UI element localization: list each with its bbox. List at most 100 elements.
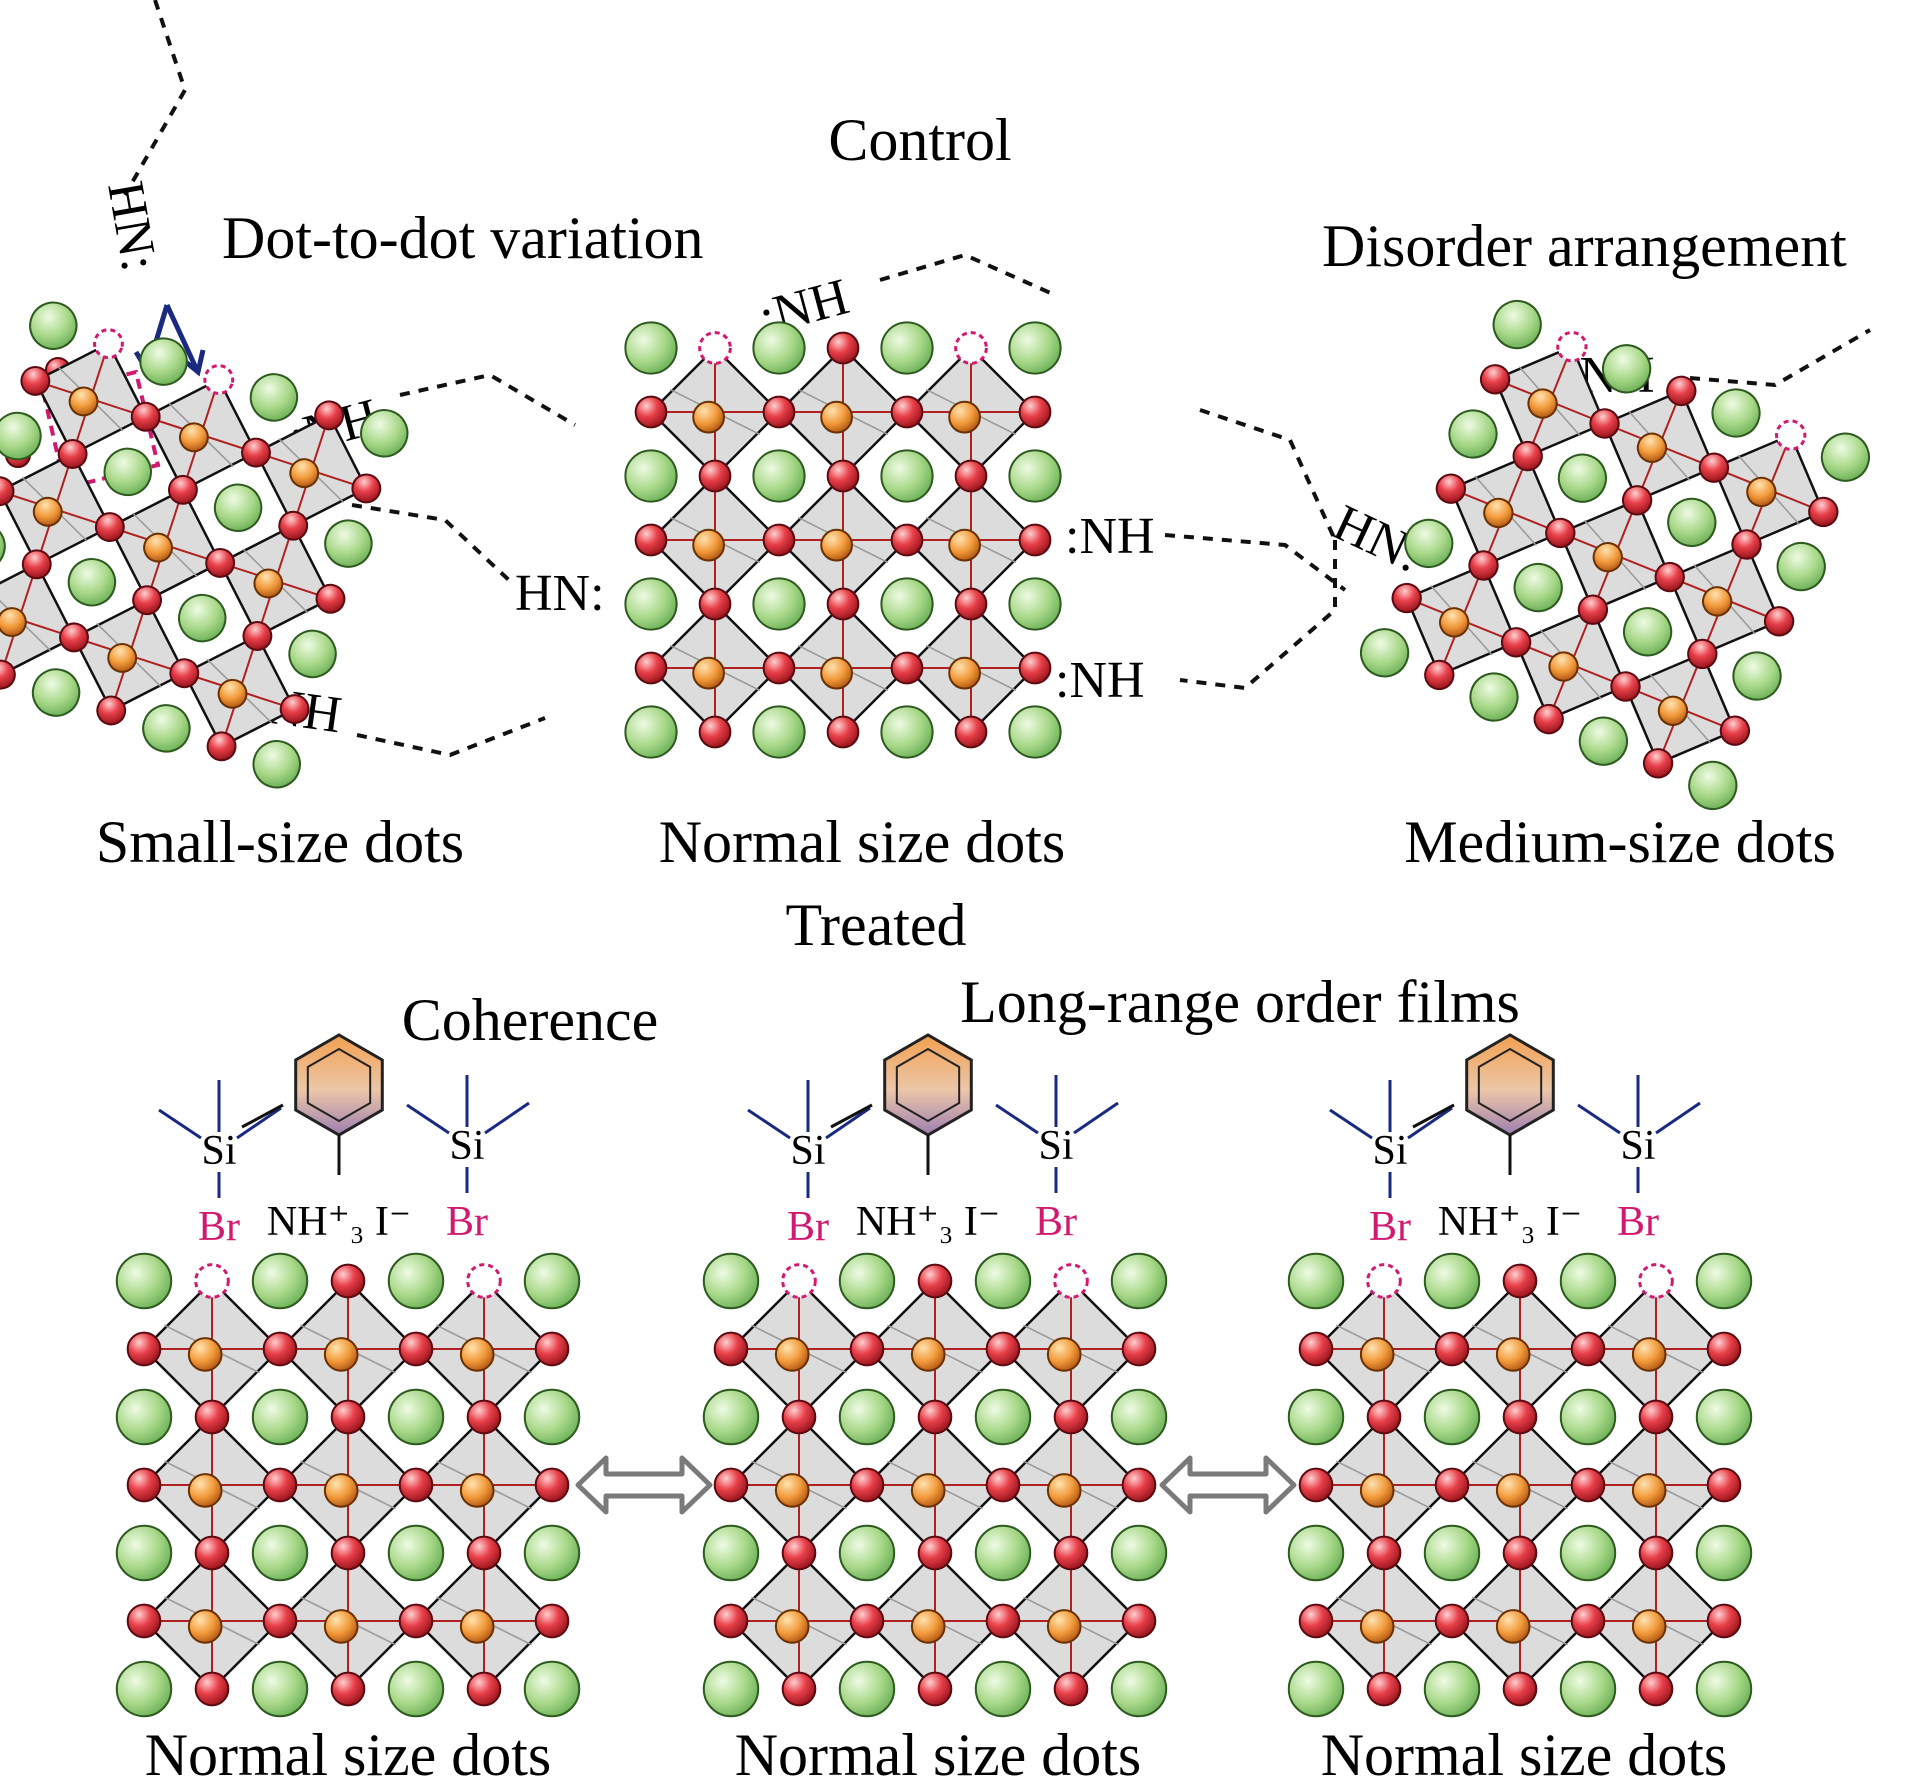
halide-sphere bbox=[1018, 523, 1052, 557]
halide-sphere bbox=[634, 651, 668, 685]
cation-sphere bbox=[523, 1252, 581, 1310]
halide-sphere bbox=[126, 1331, 162, 1367]
cation-sphere bbox=[974, 1252, 1032, 1310]
treated-panel-label-2: Normal size dots bbox=[735, 1722, 1142, 1777]
halide-sphere bbox=[534, 1603, 570, 1639]
cation-sphere bbox=[752, 321, 806, 375]
treated-panel-label-3: Normal size dots bbox=[1321, 1722, 1728, 1777]
halide-sphere bbox=[1545, 517, 1576, 549]
cation-sphere bbox=[1578, 716, 1628, 766]
long-range-annotation: Long-range order films bbox=[960, 969, 1520, 1035]
cation-sphere bbox=[1423, 1660, 1481, 1718]
cation-sphere bbox=[213, 483, 263, 532]
halide-sphere bbox=[713, 1603, 749, 1639]
halide-sphere bbox=[634, 523, 668, 557]
halide-sphere bbox=[1434, 1603, 1470, 1639]
halide-sphere bbox=[169, 658, 200, 689]
halide-sphere bbox=[278, 510, 309, 541]
halide-sphere bbox=[330, 1535, 366, 1571]
vacancy-marker bbox=[1053, 1263, 1089, 1299]
si-bond bbox=[747, 1108, 791, 1140]
halide-sphere bbox=[466, 1535, 502, 1571]
halide-sphere bbox=[1706, 1331, 1742, 1367]
nh-label: HN: bbox=[96, 177, 168, 275]
halide-sphere bbox=[849, 1603, 885, 1639]
halide-sphere bbox=[826, 715, 860, 749]
si-bond bbox=[995, 1103, 1039, 1135]
cation-sphere bbox=[752, 577, 806, 631]
halide-sphere bbox=[1687, 638, 1718, 670]
metal-sphere bbox=[1495, 1609, 1531, 1644]
metal-sphere bbox=[820, 656, 853, 690]
benzene-inner-ring bbox=[306, 1047, 372, 1123]
halide-sphere bbox=[985, 1467, 1021, 1503]
cation-sphere bbox=[288, 629, 337, 679]
equivalence-double-arrow bbox=[1159, 1455, 1297, 1515]
halide-sphere bbox=[954, 587, 988, 621]
halide-sphere bbox=[1053, 1399, 1089, 1435]
halide-sphere bbox=[713, 1467, 749, 1503]
halide-sphere bbox=[1570, 1603, 1606, 1639]
lattice-medium-size bbox=[1359, 299, 1871, 811]
benzene-inner-ring bbox=[895, 1047, 961, 1123]
cation-sphere bbox=[1008, 321, 1062, 375]
halide-sphere bbox=[534, 1331, 570, 1367]
halide-sphere bbox=[1512, 440, 1543, 472]
metal-sphere bbox=[820, 400, 853, 434]
metal-sphere bbox=[948, 528, 981, 562]
halide-sphere bbox=[1638, 1671, 1674, 1707]
cation-sphere bbox=[1287, 1660, 1345, 1718]
nh-label: :NH bbox=[1065, 508, 1155, 565]
halide-sphere bbox=[466, 1399, 502, 1435]
halide-sphere bbox=[194, 1671, 230, 1707]
halide-sphere bbox=[826, 331, 860, 365]
vacancy-marker bbox=[203, 364, 235, 395]
si-bond bbox=[158, 1108, 202, 1140]
halide-sphere bbox=[1570, 1467, 1606, 1503]
cation-sphere bbox=[1820, 432, 1871, 482]
halide-sphere bbox=[826, 459, 860, 493]
halide-sphere bbox=[1763, 606, 1795, 637]
bromine-label: Br bbox=[1369, 1204, 1411, 1250]
halide-sphere bbox=[1121, 1331, 1157, 1367]
cation-sphere bbox=[115, 1660, 173, 1718]
cation-sphere bbox=[752, 705, 806, 759]
metal-sphere bbox=[1359, 1473, 1395, 1508]
cation-sphere bbox=[1559, 1660, 1617, 1718]
halide-sphere bbox=[1666, 375, 1697, 407]
control-title: Control bbox=[828, 107, 1011, 173]
halide-sphere bbox=[0, 659, 16, 690]
cation-sphere bbox=[838, 1388, 896, 1446]
halide-sphere bbox=[1435, 473, 1467, 504]
cation-sphere bbox=[1667, 497, 1717, 547]
cation-sphere bbox=[31, 668, 81, 717]
halide-sphere bbox=[917, 1399, 953, 1435]
si-bond bbox=[825, 1106, 871, 1140]
silicon-label: Si bbox=[790, 1128, 825, 1174]
cation-sphere bbox=[1448, 409, 1498, 459]
si-bond bbox=[406, 1103, 450, 1135]
cation-sphere bbox=[702, 1660, 760, 1718]
cation-sphere bbox=[387, 1660, 445, 1718]
lattice-treated-1 bbox=[115, 1252, 581, 1718]
halide-sphere bbox=[1018, 651, 1052, 685]
metal-sphere bbox=[1359, 1337, 1395, 1372]
cation-sphere bbox=[1623, 607, 1673, 657]
cation-sphere bbox=[1559, 1524, 1617, 1582]
halide-sphere bbox=[1731, 529, 1762, 560]
halide-sphere bbox=[781, 1535, 817, 1571]
cation-sphere bbox=[974, 1660, 1032, 1718]
metal-sphere bbox=[1746, 476, 1777, 508]
cation-sphere bbox=[974, 1388, 1032, 1446]
metal-sphere bbox=[1548, 651, 1579, 682]
halide-sphere bbox=[330, 1263, 366, 1299]
halide-sphere bbox=[1479, 364, 1511, 395]
halide-sphere bbox=[96, 695, 127, 726]
halide-sphere bbox=[21, 549, 52, 580]
halide-sphere bbox=[1391, 582, 1422, 614]
halide-sphere bbox=[890, 395, 924, 429]
cation-sphere bbox=[1110, 1660, 1168, 1718]
cation-sphere bbox=[880, 321, 934, 375]
treated-title: Treated bbox=[785, 892, 966, 958]
